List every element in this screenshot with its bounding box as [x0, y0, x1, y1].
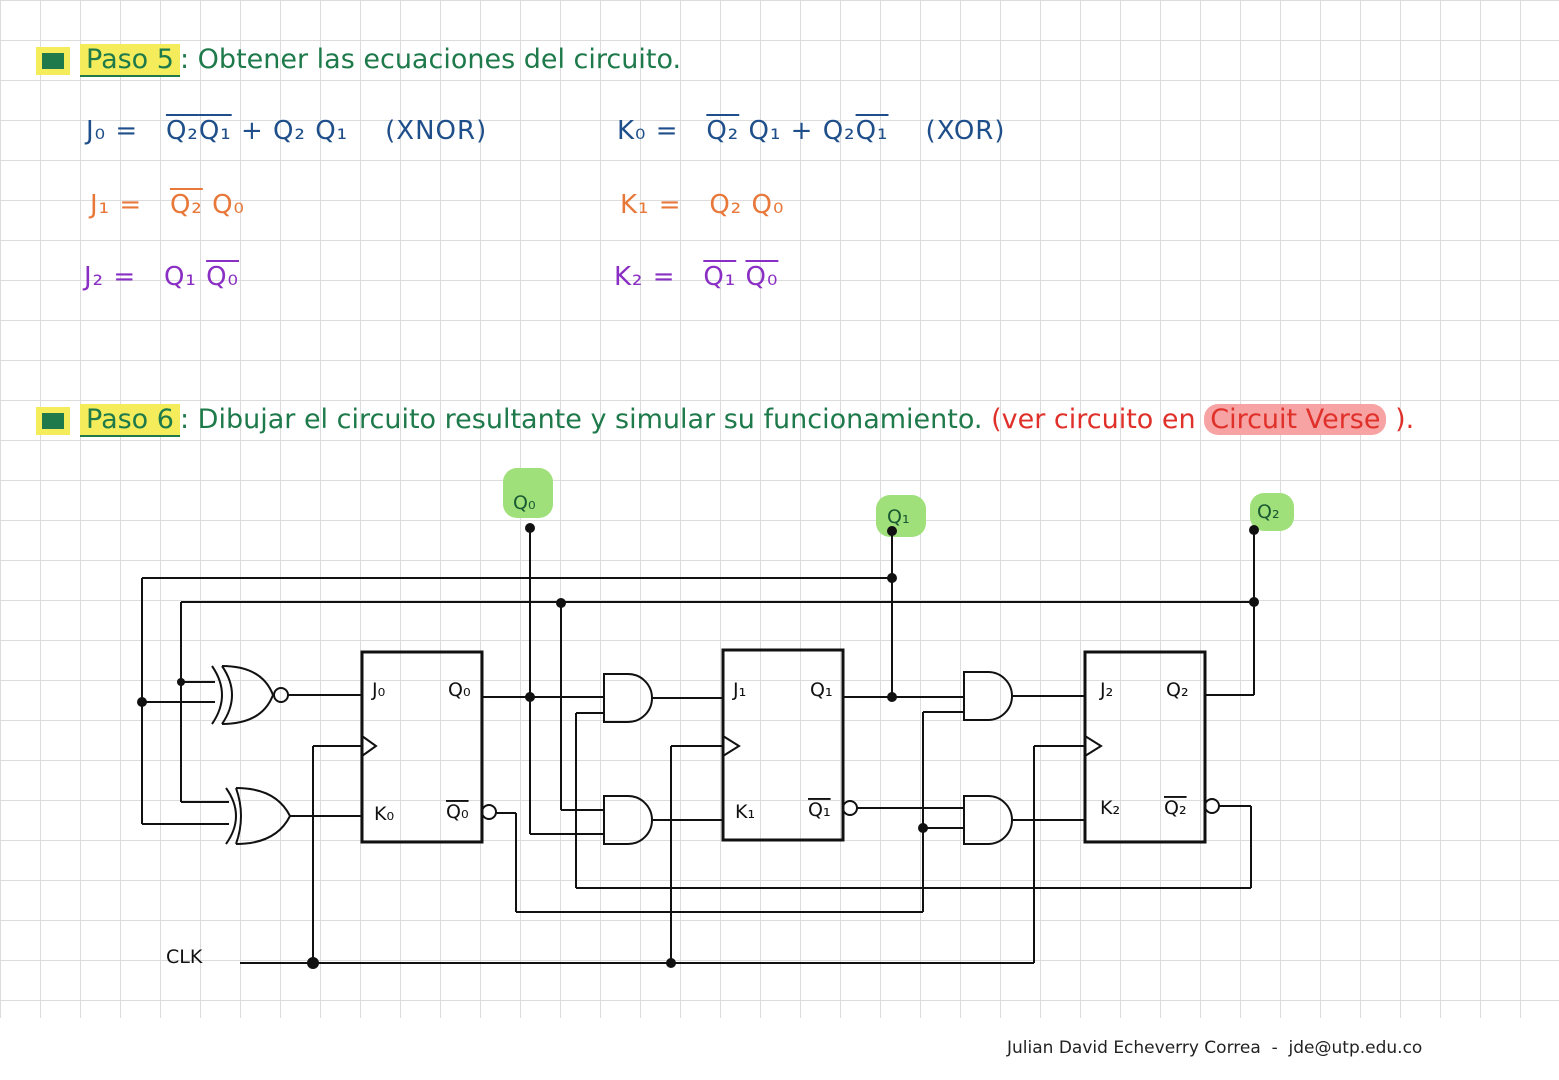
eq-term: Q₁: [748, 116, 782, 146]
xor-gate: [225, 787, 292, 845]
eq-term: Q₂: [165, 116, 199, 146]
and-gate-j1: [603, 673, 653, 723]
ff1-qbar-label: Q₁: [808, 799, 831, 821]
and-gate-k2: [963, 795, 1013, 845]
ff0-qbar-label: Q₀: [446, 801, 469, 823]
equation-j2: J₂ = Q₁ Q₀: [84, 264, 239, 290]
eq-lhs: J₂ =: [84, 262, 137, 292]
ff1-q-label: Q₁: [810, 679, 833, 701]
step5-heading: Paso 5: Obtener las ecuaciones del circu…: [42, 44, 682, 77]
ff2-q-label: Q₂: [1166, 679, 1189, 701]
bullet-icon: [42, 412, 64, 429]
ff0-q-label: Q₀: [448, 679, 471, 701]
ff2-qbar-label: Q₂: [1164, 797, 1187, 819]
step5-title: Obtener las ecuaciones del circuito.: [197, 44, 682, 75]
equation-k1: K₁ = Q₂ Q₀: [620, 192, 784, 218]
xnor-gate: [211, 665, 289, 725]
eq-op: +: [790, 116, 814, 146]
eq-term: Q₂ Q₁: [273, 116, 349, 146]
eq-lhs: K₀ =: [617, 116, 679, 146]
and-gate-j2: [963, 671, 1013, 721]
step6-title: Dibujar el circuito resultante y simular…: [197, 404, 983, 435]
step6-note-close: ).: [1395, 404, 1415, 435]
footer-author: Julian David Echeverry Correa: [1007, 1038, 1261, 1058]
q2-output-label: Q₂: [1257, 501, 1280, 523]
eq-note: (XNOR): [385, 116, 488, 146]
q0-output-highlight: [503, 468, 553, 518]
equation-j1: J₁ = Q₂ Q₀: [90, 192, 245, 218]
ff2-qbar-bubble: [1204, 798, 1220, 814]
footer-email[interactable]: jde@utp.edu.co: [1288, 1038, 1423, 1058]
page-bottom-margin: [0, 1018, 1559, 1080]
eq-lhs: K₂ =: [614, 262, 676, 292]
equation-k0: K₀ = Q₂ Q₁ + Q₂Q₁ (XOR): [617, 118, 1006, 144]
step5-sep: :: [179, 44, 190, 75]
step6-heading: Paso 6: Dibujar el circuito resultante y…: [42, 404, 1415, 437]
ff1-qbar-bubble: [842, 800, 858, 816]
footer-sep: -: [1271, 1038, 1278, 1058]
ff2-j-label: J₂: [1099, 679, 1113, 701]
circuitverse-link[interactable]: Circuit Verse: [1204, 404, 1387, 435]
eq-term: Q₁: [163, 262, 197, 292]
ff0-qbar-bubble: [481, 804, 497, 820]
eq-term: Q₂ Q₀: [709, 190, 785, 220]
wires: [141, 528, 1255, 964]
ff1-j-label: J₁: [732, 679, 746, 701]
clk-label: CLK: [166, 946, 203, 968]
q1-output-highlight: [876, 495, 926, 537]
ff2-k-label: K₂: [1100, 797, 1120, 819]
eq-term: Q₂: [169, 190, 203, 220]
q1-output-label: Q₁: [887, 506, 910, 528]
eq-op: +: [240, 116, 264, 146]
eq-term: Q₀: [212, 190, 245, 220]
eq-term: Q₁: [703, 262, 737, 292]
junction-dots: [137, 523, 1259, 969]
eq-term: Q₁: [855, 116, 889, 146]
eq-term: Q₀: [745, 262, 779, 292]
q0-output-label: Q₀: [513, 492, 536, 514]
eq-note: (XOR): [925, 116, 1006, 146]
eq-term: Q₂: [822, 116, 856, 146]
eq-lhs: J₁ =: [90, 190, 143, 220]
step6-note-open: (ver circuito en: [991, 404, 1196, 435]
ff0-k-label: K₀: [374, 803, 394, 825]
eq-term: Q₀: [206, 262, 239, 292]
ff0-clock-triangle: [361, 735, 378, 757]
eq-term: Q₁: [198, 116, 232, 146]
step6-sep: :: [179, 404, 190, 435]
ff0-j-label: J₀: [371, 679, 385, 701]
bullet-icon: [42, 52, 64, 69]
ff1-k-label: K₁: [735, 801, 755, 823]
step6-label: Paso 6: [80, 404, 180, 437]
equation-k2: K₂ = Q₁ Q₀: [614, 264, 778, 290]
eq-lhs: J₀ =: [86, 116, 139, 146]
footer: Julian David Echeverry Correa - jde@utp.…: [1007, 1040, 1422, 1057]
ff2-clock-triangle: [1084, 735, 1103, 757]
q2-output-highlight: [1250, 493, 1294, 531]
ff1-clock-triangle: [722, 735, 741, 757]
eq-lhs: K₁ =: [620, 190, 682, 220]
eq-term: Q₂: [706, 116, 740, 146]
step5-label: Paso 5: [80, 44, 180, 77]
equation-j0: J₀ = Q₂Q₁ + Q₂ Q₁ (XNOR): [86, 118, 487, 144]
and-gate-k1: [603, 795, 653, 845]
